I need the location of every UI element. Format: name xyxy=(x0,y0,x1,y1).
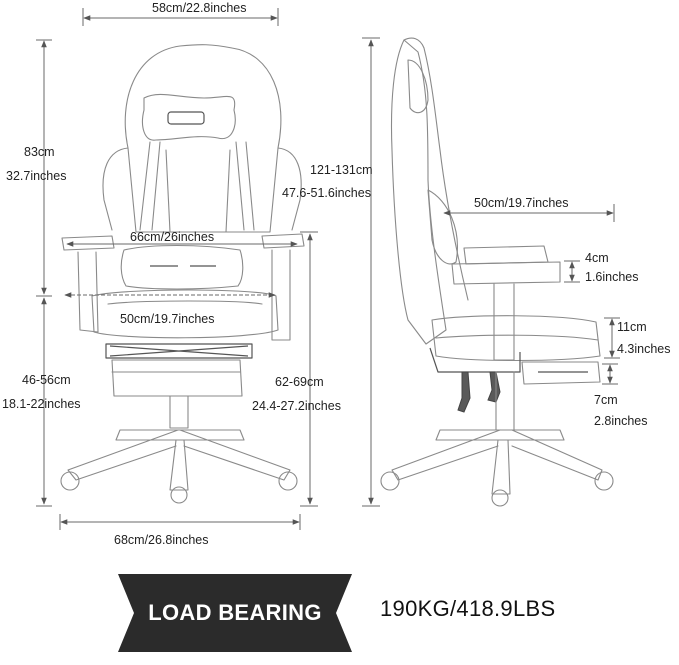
side-footrest-in-label: 2.8inches xyxy=(594,414,648,428)
front-seat-height-cm-label: 46-56cm xyxy=(22,373,71,387)
side-seat-depth-label: 50cm/19.7inches xyxy=(474,196,569,210)
load-capacity-value: 190KG/418.9LBS xyxy=(380,596,556,621)
front-arm-height-in-label: 24.4-27.2inches xyxy=(252,399,341,413)
front-armrest-width-label: 66cm/26inches xyxy=(130,230,214,244)
side-arm-pad-cm-label: 4cm xyxy=(585,251,609,265)
load-bearing-label: LOAD BEARING xyxy=(148,600,322,625)
front-arm-height-cm-label: 62-69cm xyxy=(275,375,324,389)
side-total-height-cm-label: 121-131cm xyxy=(310,163,373,177)
side-seat-thickness-cm-label: 11cm xyxy=(617,320,647,334)
side-chair-sketch xyxy=(380,37,614,507)
load-bearing-banner xyxy=(118,574,352,652)
front-seat-width-label: 50cm/19.7inches xyxy=(120,312,215,326)
side-footrest-cm-label: 7cm xyxy=(594,393,618,407)
front-base-width-label: 68cm/26.8inches xyxy=(114,533,209,547)
front-seat-height-in-label: 18.1-22inches xyxy=(2,397,81,411)
side-seat-thickness-in-label: 4.3inches xyxy=(617,342,671,356)
front-back-height-cm-label: 83cm xyxy=(24,145,55,159)
side-total-height-in-label: 47.6-51.6inches xyxy=(282,186,371,200)
side-arm-pad-in-label: 1.6inches xyxy=(585,270,639,284)
front-chair-sketch xyxy=(60,44,305,504)
front-top-width-label: 58cm/22.8inches xyxy=(152,1,247,15)
front-back-height-in-label: 32.7inches xyxy=(6,169,66,183)
